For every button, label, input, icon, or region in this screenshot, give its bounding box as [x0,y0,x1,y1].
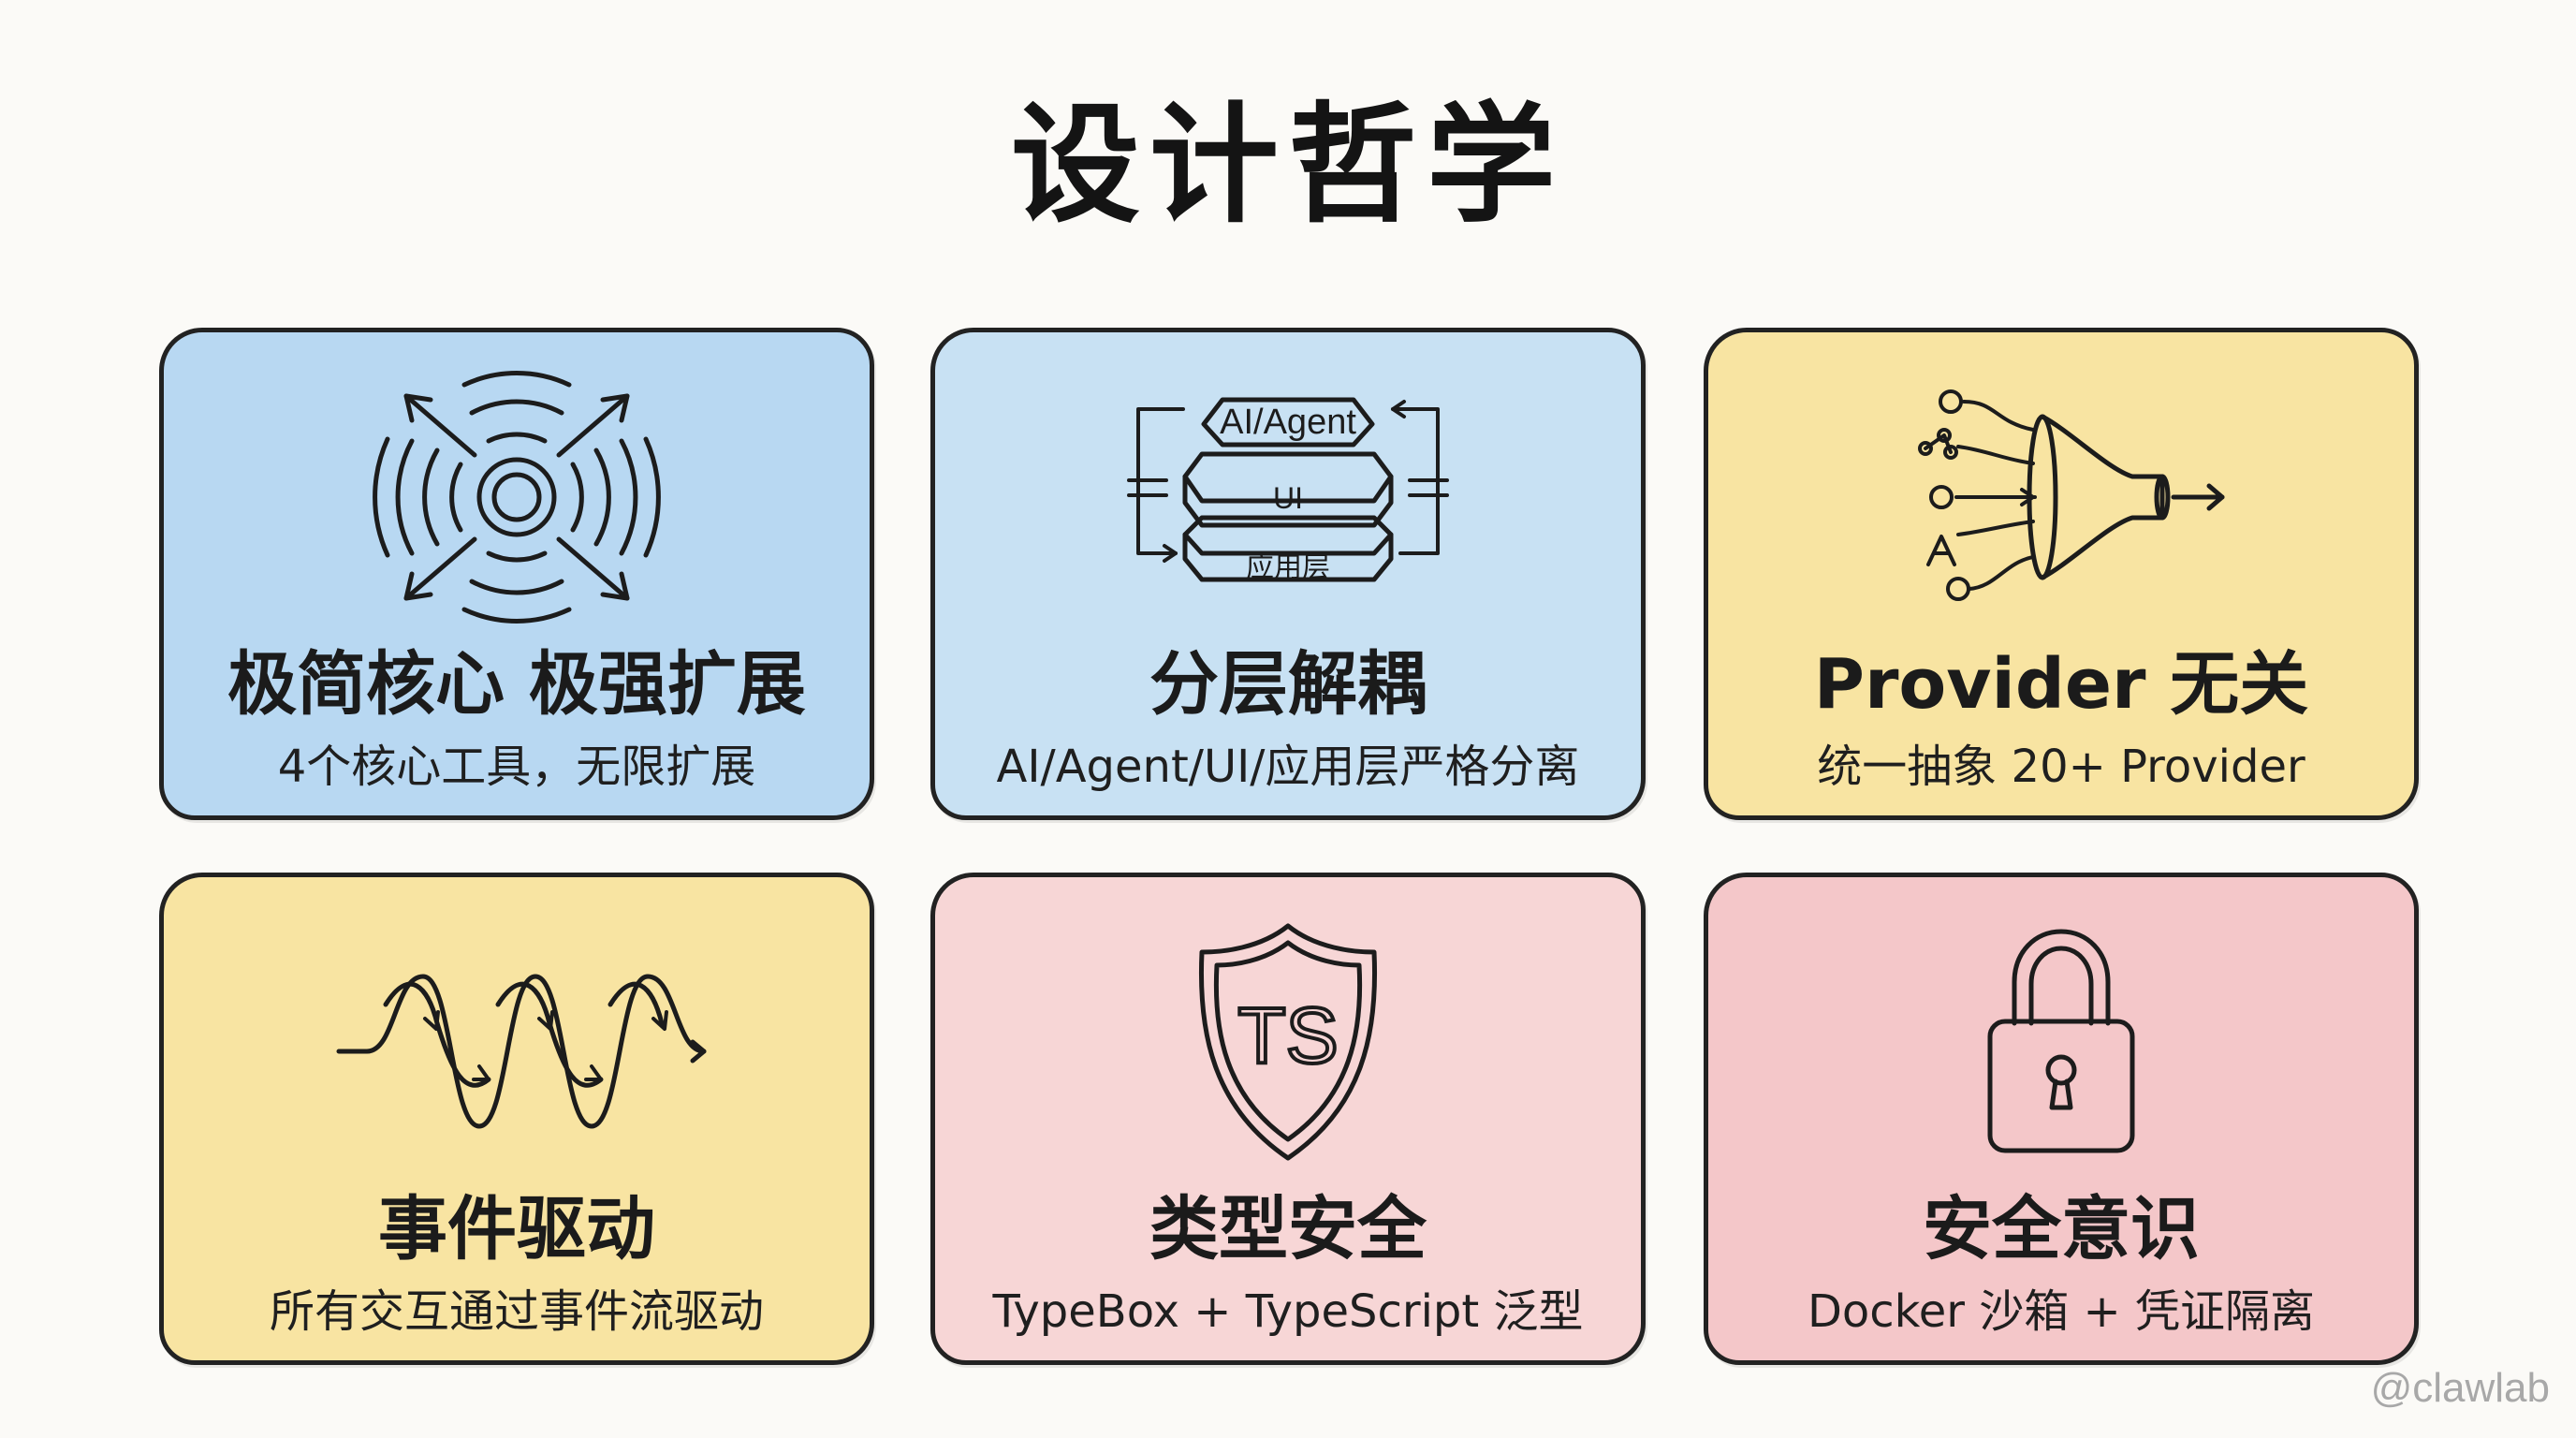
card-minimal-core: 极简核心 极强扩展 4个核心工具，无限扩展 [159,328,874,820]
card-event-driven: 事件驱动 所有交互通过事件流驱动 [159,873,874,1365]
card-title: 类型安全 [1149,1189,1427,1269]
card-description: Docker 沙箱 + 凭证隔离 [1807,1285,2316,1338]
event-wave-icon [164,902,870,1182]
card-security-awareness: 安全意识 Docker 沙箱 + 凭证隔离 [1704,873,2419,1365]
page-title: 设计哲学 [1010,90,1565,241]
watermark: @clawlab [2370,1365,2550,1411]
ts-badge: TS [1237,991,1338,1079]
radiating-core-icon [164,357,870,638]
card-title: Provider 无关 [1813,644,2309,725]
funnel-icon [1708,357,2414,638]
card-description: AI/Agent/UI/应用层严格分离 [996,741,1580,793]
card-provider-agnostic: Provider 无关 统一抽象 20+ Provider [1704,328,2419,820]
card-title: 分层解耦 [1149,644,1427,725]
card-title: 安全意识 [1923,1189,2200,1269]
padlock-icon [1708,902,2414,1182]
card-layered-decoupling: AI/Agent UI 应用层 分层解耦 AI/Agent/UI/应用层严格分离 [930,328,1646,820]
layer-stack-icon: AI/Agent UI 应用层 [935,357,1641,638]
card-type-safety: TS 类型安全 TypeBox + TypeScript 泛型 [930,873,1646,1365]
card-description: TypeBox + TypeScript 泛型 [992,1285,1584,1338]
ts-shield-icon: TS [935,902,1641,1182]
card-title: 事件驱动 [378,1189,655,1269]
layer-label-app: 应用层 [1246,552,1330,583]
card-description: 所有交互通过事件流驱动 [269,1285,764,1338]
card-title: 极简核心 极强扩展 [227,644,806,725]
card-description: 统一抽象 20+ Provider [1817,741,2305,793]
layer-label-ai-agent: AI/Agent [1220,403,1356,442]
card-description: 4个核心工具，无限扩展 [277,741,756,793]
layer-label-ui: UI [1273,481,1303,515]
